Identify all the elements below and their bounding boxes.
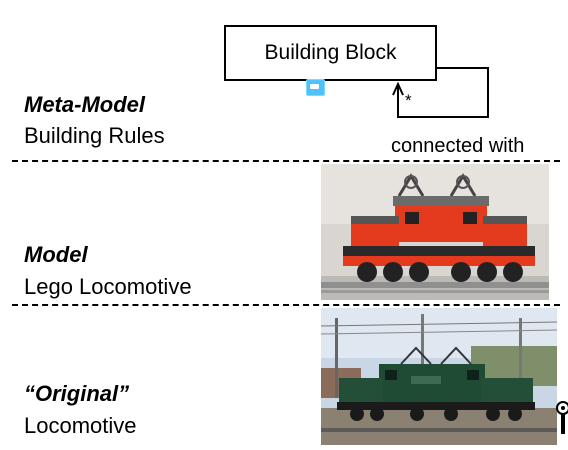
original-subtitle: Locomotive [24, 413, 137, 438]
model-subtitle: Lego Locomotive [24, 274, 192, 299]
building-block-label: Building Block [264, 41, 397, 64]
meta-model-subtitle: Building Rules [24, 123, 165, 148]
association-label: connected with [391, 135, 525, 157]
model-title: Model [24, 242, 88, 267]
comment-icon[interactable] [306, 79, 325, 96]
section-divider-bottom [12, 304, 560, 306]
building-block-box: Building Block [224, 25, 437, 81]
real-locomotive-photo [321, 308, 557, 445]
section-divider-top [12, 160, 560, 162]
original-title: “Original” [24, 381, 130, 406]
meta-model-title: Meta-Model [24, 92, 145, 117]
multiplicity-label: * [405, 91, 412, 110]
lego-locomotive-photo [321, 164, 549, 300]
flower-icon [556, 401, 568, 434]
